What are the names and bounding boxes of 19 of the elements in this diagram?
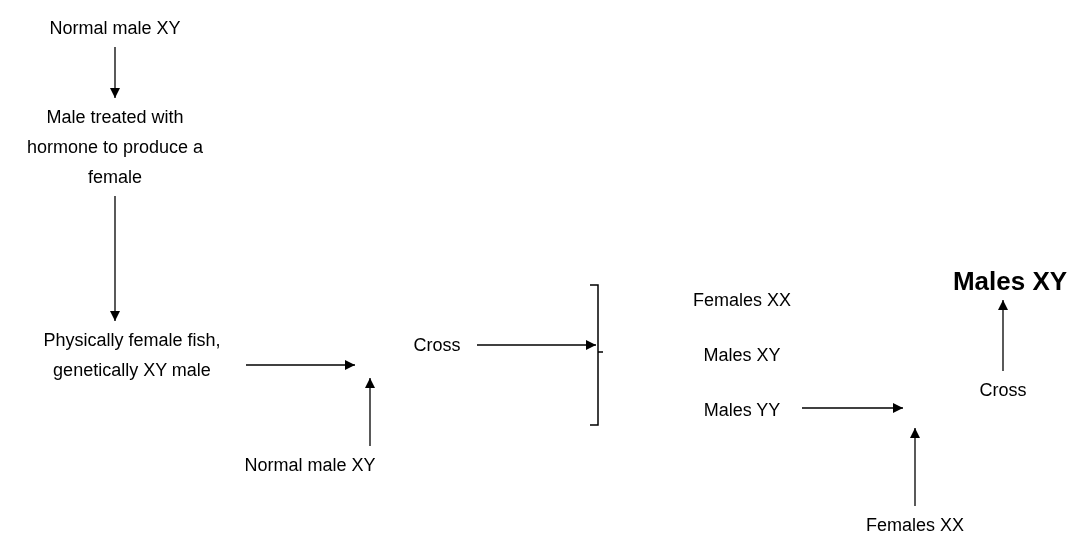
arrow — [801, 403, 904, 413]
text-label: Physically female fish, genetically XY male — [18, 321, 246, 389]
arrow — [910, 427, 920, 507]
text-label: Cross — [397, 326, 477, 364]
text-label: Males YY — [682, 391, 802, 429]
text-label: Males XY — [682, 336, 802, 374]
arrow — [998, 299, 1008, 372]
arrow — [365, 377, 375, 447]
text-label: Normal male XY — [20, 9, 210, 47]
arrow — [110, 195, 120, 322]
text-label: Males XY — [935, 262, 1075, 300]
text-label: Male treated with hormone to produce a female — [15, 98, 215, 196]
text-label: Females XX — [850, 506, 980, 539]
arrow — [245, 360, 356, 370]
arrow — [476, 340, 597, 350]
text-label: Cross — [963, 371, 1043, 409]
text-label: Normal male XY — [215, 446, 405, 484]
arrow — [110, 46, 120, 99]
text-label: Females XX — [677, 281, 807, 319]
